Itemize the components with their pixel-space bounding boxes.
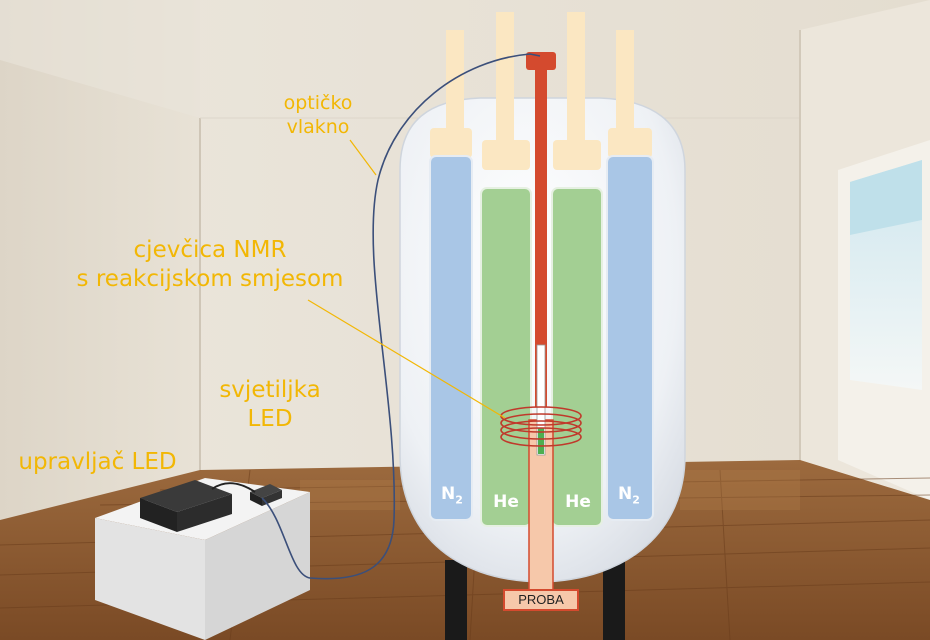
led-lamp-device: [250, 484, 282, 506]
reaction-mixture: [538, 428, 544, 454]
tank-necks: [430, 12, 652, 170]
probe-cap: [526, 52, 556, 70]
dewar-leg-right: [603, 560, 625, 640]
helium-tank-right: [551, 187, 603, 527]
fiber-callout-line: [349, 139, 377, 176]
tank-label-nitrogen-left: N2: [441, 484, 463, 507]
nmr-tube: [536, 344, 546, 456]
tank-label-helium-right: He: [565, 492, 591, 512]
optical-fiber: [261, 53, 541, 580]
nmr-callout-line: [307, 299, 506, 419]
nitrogen-tank-left: [429, 155, 473, 521]
probe-rod: [535, 62, 547, 407]
window: [838, 140, 930, 500]
probe-label: PROBA: [503, 589, 579, 611]
led-lamp-label: svjetiljka LED: [219, 377, 321, 432]
led-controller-label: upravljač LED: [18, 449, 177, 475]
tank-label-helium-left: He: [493, 492, 519, 512]
rf-coil: [500, 406, 582, 447]
controller-cable: [211, 482, 256, 493]
dewar-leg-left: [445, 560, 467, 640]
ceiling-left: [0, 0, 200, 118]
optical-fiber-label: optičko vlakno: [283, 92, 353, 138]
nmr-tube-label: cjevčica NMR s reakcijskom smjesom: [76, 237, 344, 292]
tank-label-nitrogen-right: N2: [618, 484, 640, 507]
led-controller-device: [140, 480, 232, 532]
helium-tank-left: [480, 187, 532, 527]
nitrogen-tank-right: [606, 155, 654, 521]
left-wall: [0, 0, 200, 520]
